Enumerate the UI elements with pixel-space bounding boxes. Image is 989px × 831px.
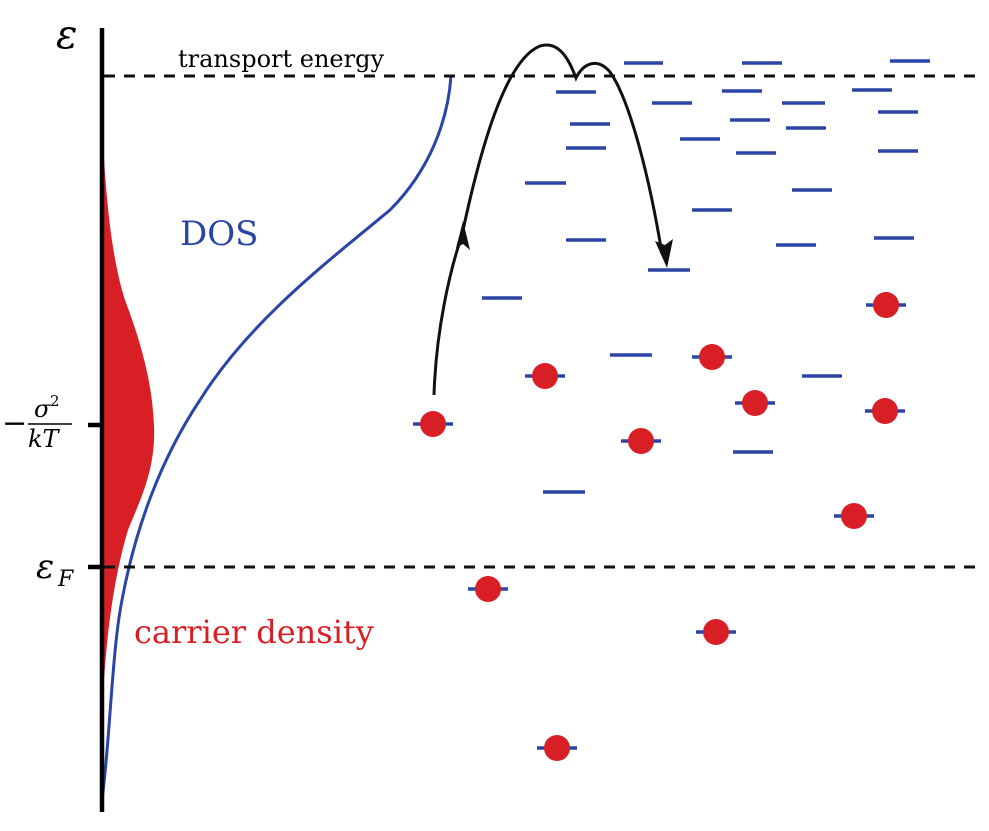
center-numerator-sigma: σ <box>34 395 51 423</box>
electron-dot <box>742 390 768 416</box>
electron-dot <box>703 619 729 645</box>
electron <box>621 428 661 454</box>
electron-dot <box>420 411 446 437</box>
electron-dot <box>872 398 898 424</box>
electron-dot <box>532 363 558 389</box>
electron <box>735 390 775 416</box>
carrier-density-label: carrier density <box>134 613 374 651</box>
carrier-density-area <box>103 140 155 700</box>
fermi-symbol: ε <box>36 547 54 587</box>
electron-dot <box>873 292 899 318</box>
dos-curve <box>100 75 453 801</box>
center-minus: − <box>2 406 27 441</box>
electron-dot <box>841 503 867 529</box>
hop-up-arrowhead <box>456 221 470 250</box>
hop-down-arrowhead <box>655 239 673 268</box>
electron <box>537 735 577 761</box>
center-denominator: kT <box>28 425 61 453</box>
electron <box>413 411 453 437</box>
electron-dot <box>544 735 570 761</box>
electron <box>468 576 508 602</box>
fermi-level-label: ε F <box>36 547 74 592</box>
electron <box>696 619 736 645</box>
hopping-path <box>432 43 664 396</box>
electron-dot <box>628 428 654 454</box>
electron <box>834 503 874 529</box>
energy-axis-label: ε <box>56 12 77 58</box>
electron <box>865 398 905 424</box>
transport-energy-label: transport energy <box>178 45 384 73</box>
electron <box>525 363 565 389</box>
electron <box>866 292 906 318</box>
center-numerator-exp: 2 <box>50 392 60 410</box>
electron-dot <box>699 344 725 370</box>
localized-states <box>482 59 930 494</box>
center-energy-label: − σ 2 kT <box>2 392 72 453</box>
electron-dot <box>475 576 501 602</box>
fermi-subscript: F <box>57 567 74 592</box>
dos-label: DOS <box>180 214 258 254</box>
occupied-states <box>413 292 906 761</box>
electron <box>692 344 732 370</box>
